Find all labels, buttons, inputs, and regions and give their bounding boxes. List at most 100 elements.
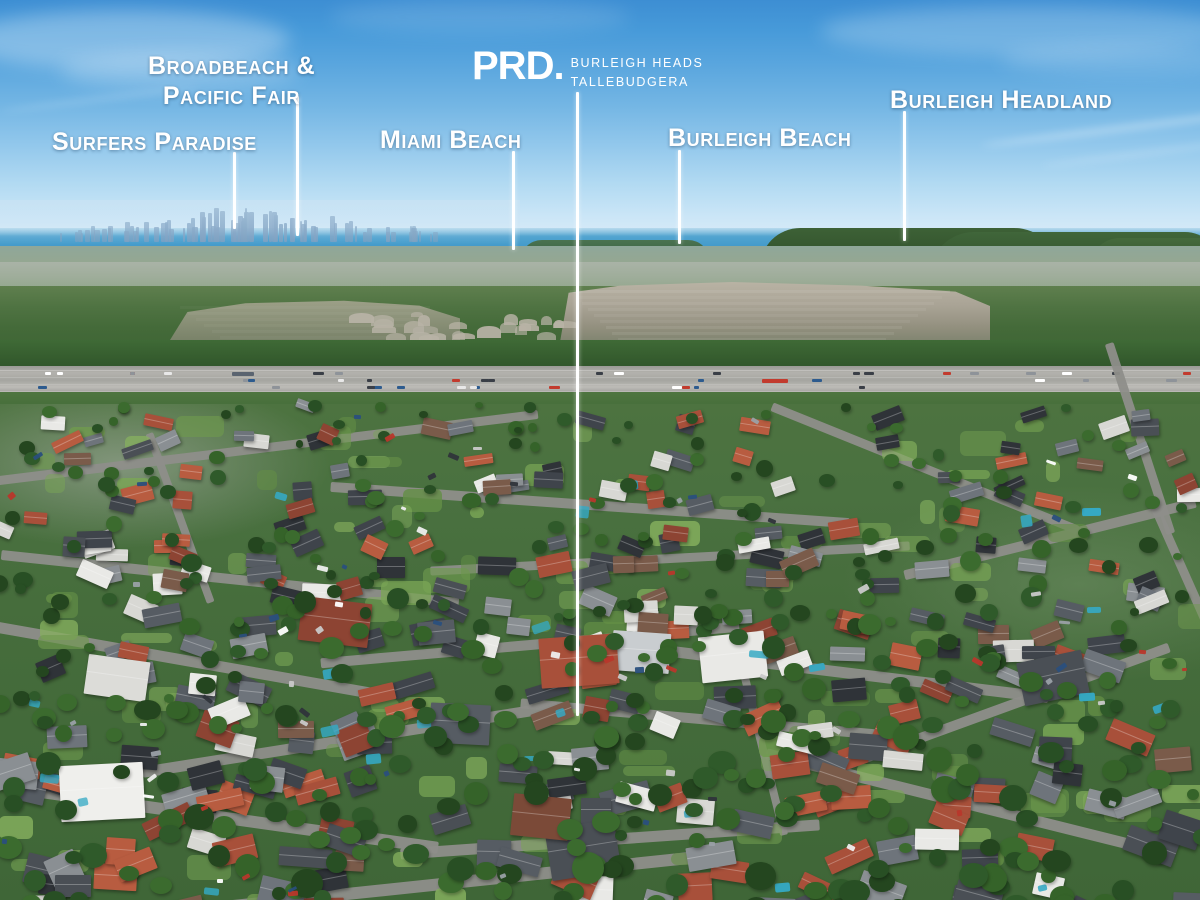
house-roof [989, 716, 1037, 747]
vehicle [1181, 667, 1187, 671]
label-burleigh-headland: Burleigh Headland [890, 86, 1113, 114]
house-roof [463, 452, 494, 468]
house-roof [63, 452, 92, 465]
vehicle [216, 879, 223, 884]
vehicle [1, 838, 8, 844]
house-roof [546, 533, 568, 551]
vehicle [1127, 473, 1138, 482]
swimming-pool [1081, 507, 1101, 517]
house-roof [233, 430, 255, 441]
m1-highway [0, 366, 1200, 396]
swimming-pool [365, 753, 382, 765]
leader-line-burleigh-beach [678, 150, 681, 244]
house-roof [533, 471, 564, 489]
vehicle [6, 491, 16, 501]
cloud-wisp [330, 0, 630, 34]
vehicle [473, 446, 483, 451]
label-burleigh-beach: Burleigh Beach [668, 124, 852, 152]
label-line-1: Broadbeach & [148, 52, 316, 80]
office-line-2: TALLEBUDGERA [570, 74, 689, 89]
house-roof [1053, 598, 1085, 623]
vehicle [667, 570, 676, 576]
vehicle [334, 600, 343, 607]
swimming-pool [774, 882, 791, 893]
prd-dot: . [553, 44, 564, 88]
house-roof [278, 845, 333, 869]
vehicle [132, 582, 141, 588]
leader-line-surfers-paradise [233, 152, 236, 229]
house-roof [1171, 892, 1200, 900]
house-roof [360, 534, 389, 560]
prd-wordmark: PRD. [472, 46, 565, 86]
vehicle [956, 809, 963, 817]
house-roof [831, 677, 867, 703]
cloud-wisp [0, 10, 290, 70]
vehicle [635, 667, 646, 674]
house-roof [882, 749, 924, 771]
swimming-pool [1086, 607, 1102, 614]
prd-office-name: BURLEIGH HEADS TALLEBUDGERA [571, 54, 704, 92]
vehicle [574, 767, 581, 772]
vehicle [298, 707, 310, 719]
vehicle [708, 842, 716, 847]
quarry-terraces [560, 282, 990, 342]
label-miami-beach: Miami Beach [380, 126, 522, 154]
house-roof [169, 895, 208, 900]
vehicle [140, 722, 148, 727]
vehicle [340, 563, 348, 570]
house-roof [1076, 457, 1104, 472]
house-roof [1000, 440, 1021, 456]
house-roof [408, 533, 435, 555]
vehicle [707, 796, 718, 802]
swimming-pool [273, 491, 288, 501]
leader-line-miami-beach [512, 151, 515, 250]
cloud-wisp [820, 6, 1200, 56]
house-roof [390, 671, 436, 700]
subject-property-leader-line [576, 92, 579, 716]
house-roof [50, 429, 84, 454]
vehicle [288, 680, 295, 687]
house-roof [731, 447, 754, 468]
ocean-horizon-haze [0, 228, 1200, 236]
vehicle [426, 472, 437, 481]
vehicle [382, 769, 390, 777]
house-roof [377, 557, 406, 579]
house-roof [143, 412, 174, 431]
house-roof [1164, 449, 1187, 468]
house-roof [179, 463, 204, 480]
office-line-1: BURLEIGH HEADS [570, 56, 704, 70]
house-roof [829, 646, 866, 661]
vehicle [665, 769, 676, 777]
vehicle [447, 451, 460, 461]
swimming-pool [203, 887, 219, 897]
swimming-pool [1078, 692, 1095, 702]
prd-letters: PRD [472, 44, 554, 88]
house-roof [869, 577, 900, 593]
suburban-housing-area [0, 342, 1200, 900]
house-roof [483, 596, 512, 617]
vehicle [675, 497, 683, 505]
house-roof [661, 524, 689, 543]
label-broadbeach-pacific-fair: Broadbeach & Pacific Fair [148, 52, 316, 111]
vehicle [550, 650, 561, 658]
house-roof [237, 681, 265, 705]
vehicle [354, 414, 362, 419]
house-roof [770, 476, 797, 498]
vehicle [1138, 649, 1146, 655]
cloud-wisp [60, 52, 300, 90]
label-line-2: Pacific Fair [162, 81, 300, 110]
prd-logo: PRD. BURLEIGH HEADS TALLEBUDGERA [472, 46, 704, 92]
leader-line-broadbeach-pacific-fair [296, 96, 299, 236]
house-roof [914, 828, 960, 851]
vehicle [316, 564, 329, 572]
house-roof [1033, 490, 1063, 510]
cloud-wisp [1000, 44, 1200, 74]
vehicle [268, 613, 280, 623]
house-roof [1054, 438, 1080, 457]
swimming-pool [1020, 514, 1034, 528]
house-roof [23, 510, 48, 525]
house-roof [612, 555, 635, 574]
house-roof [913, 559, 949, 580]
skyline-haze [0, 200, 520, 244]
